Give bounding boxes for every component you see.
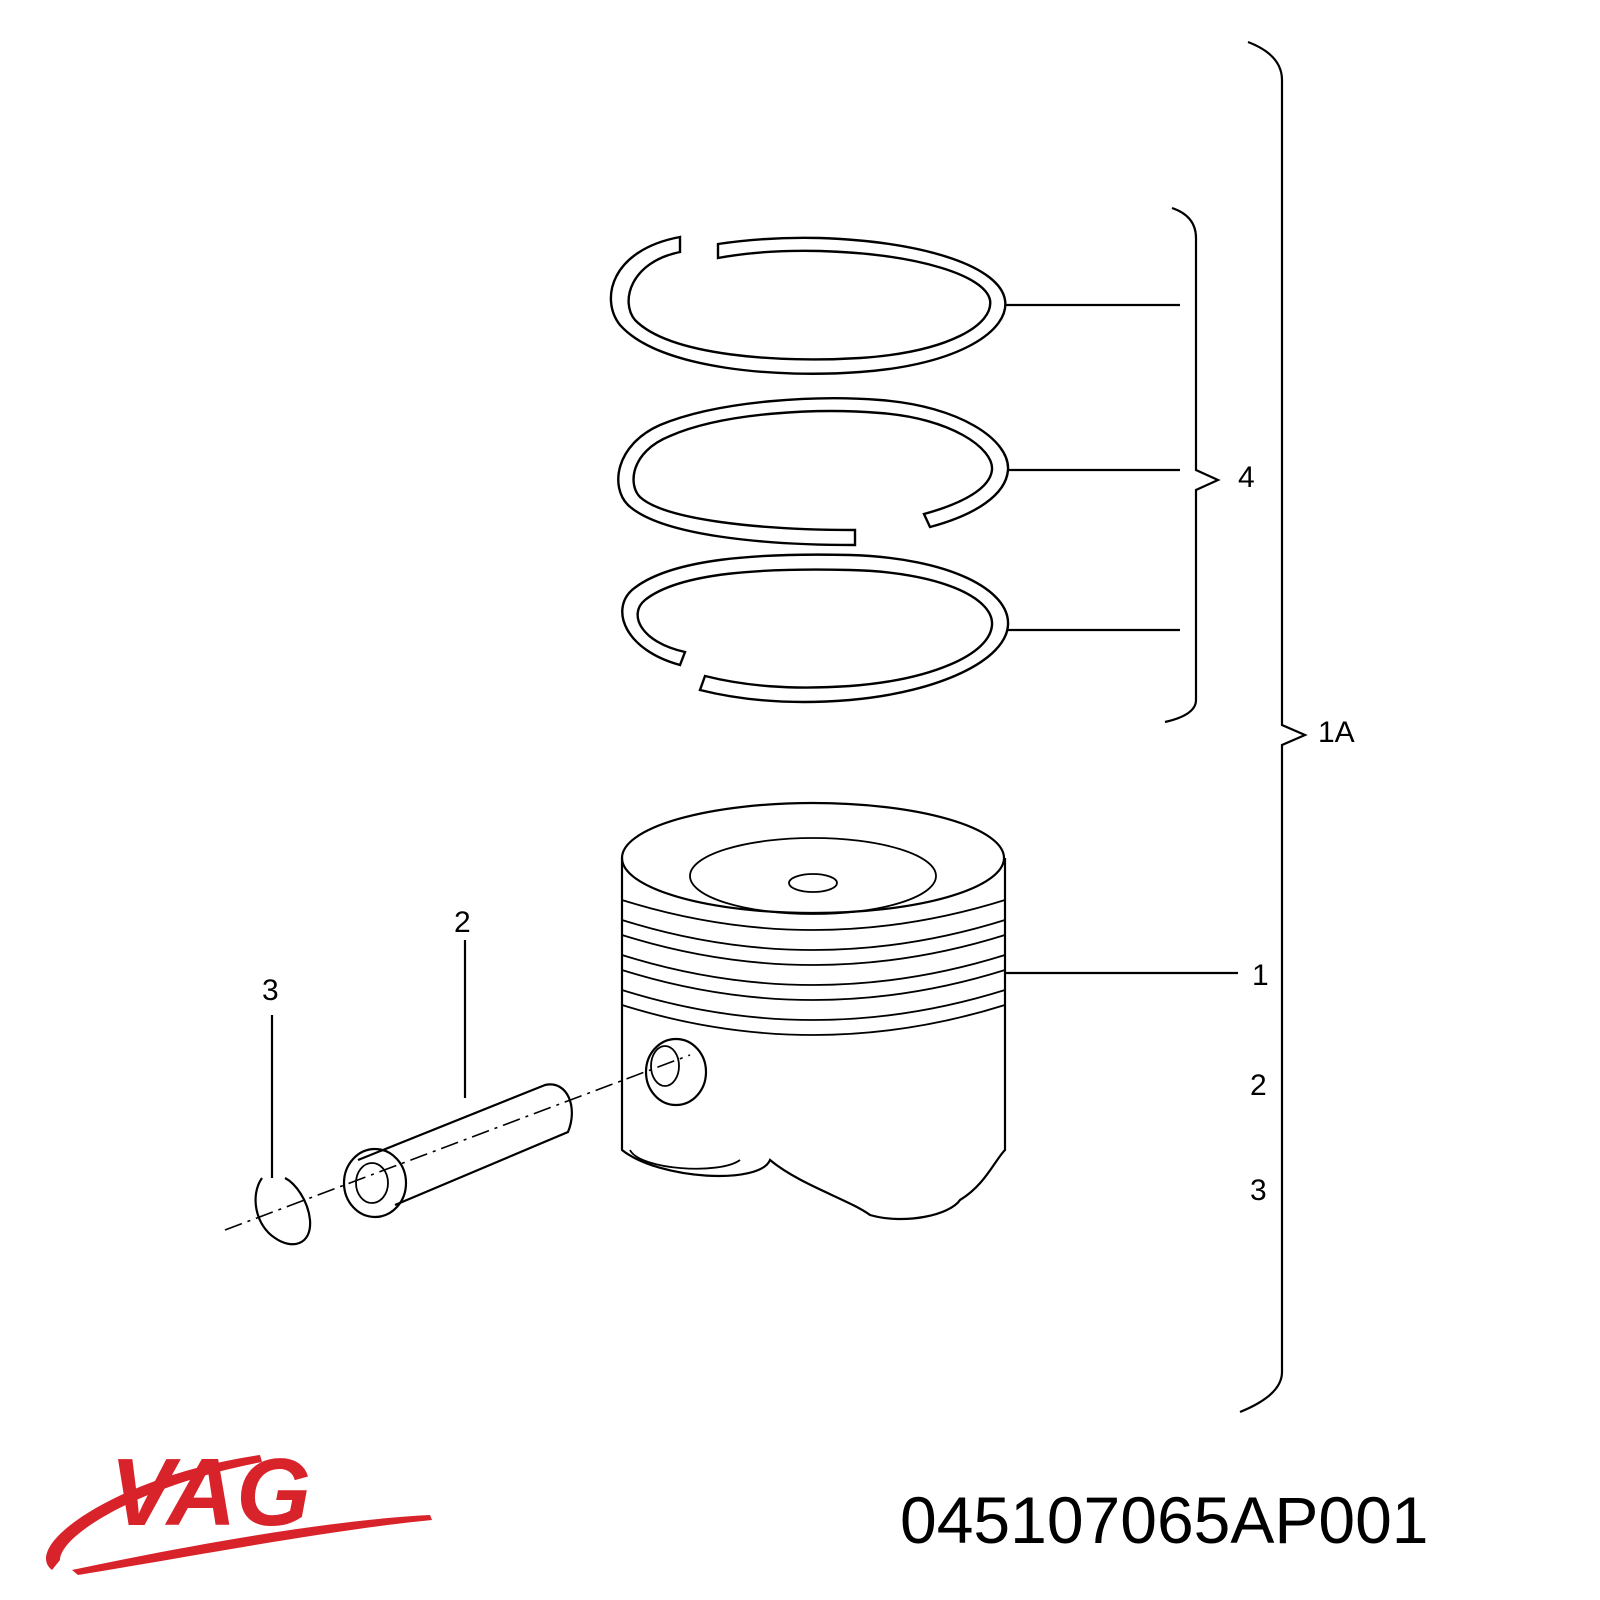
piston (620, 801, 1238, 1221)
callout-pin: 2 (454, 906, 471, 939)
piston-ring-middle (617, 397, 1180, 547)
circlip (254, 1015, 312, 1246)
callout-list-2: 2 (1250, 1069, 1267, 1102)
callout-list-3: 3 (1250, 1174, 1267, 1207)
brand-name: VAG (110, 1439, 311, 1546)
callout-piston: 1 (1252, 959, 1269, 992)
rings-bracket (1164, 206, 1221, 724)
vag-logo: VAG (46, 1439, 432, 1575)
part-number: 045107065AP001 (900, 1483, 1429, 1557)
callout-assembly: 1A (1318, 716, 1355, 749)
piston-ring-oil (621, 553, 1180, 704)
piston-ring-top (609, 235, 1180, 375)
assembly-bracket (1239, 40, 1308, 1414)
pin-axis-line (224, 1054, 691, 1231)
callout-circlip: 3 (262, 974, 279, 1007)
piston-pin (342, 940, 573, 1219)
callout-rings-group: 4 (1238, 461, 1255, 494)
